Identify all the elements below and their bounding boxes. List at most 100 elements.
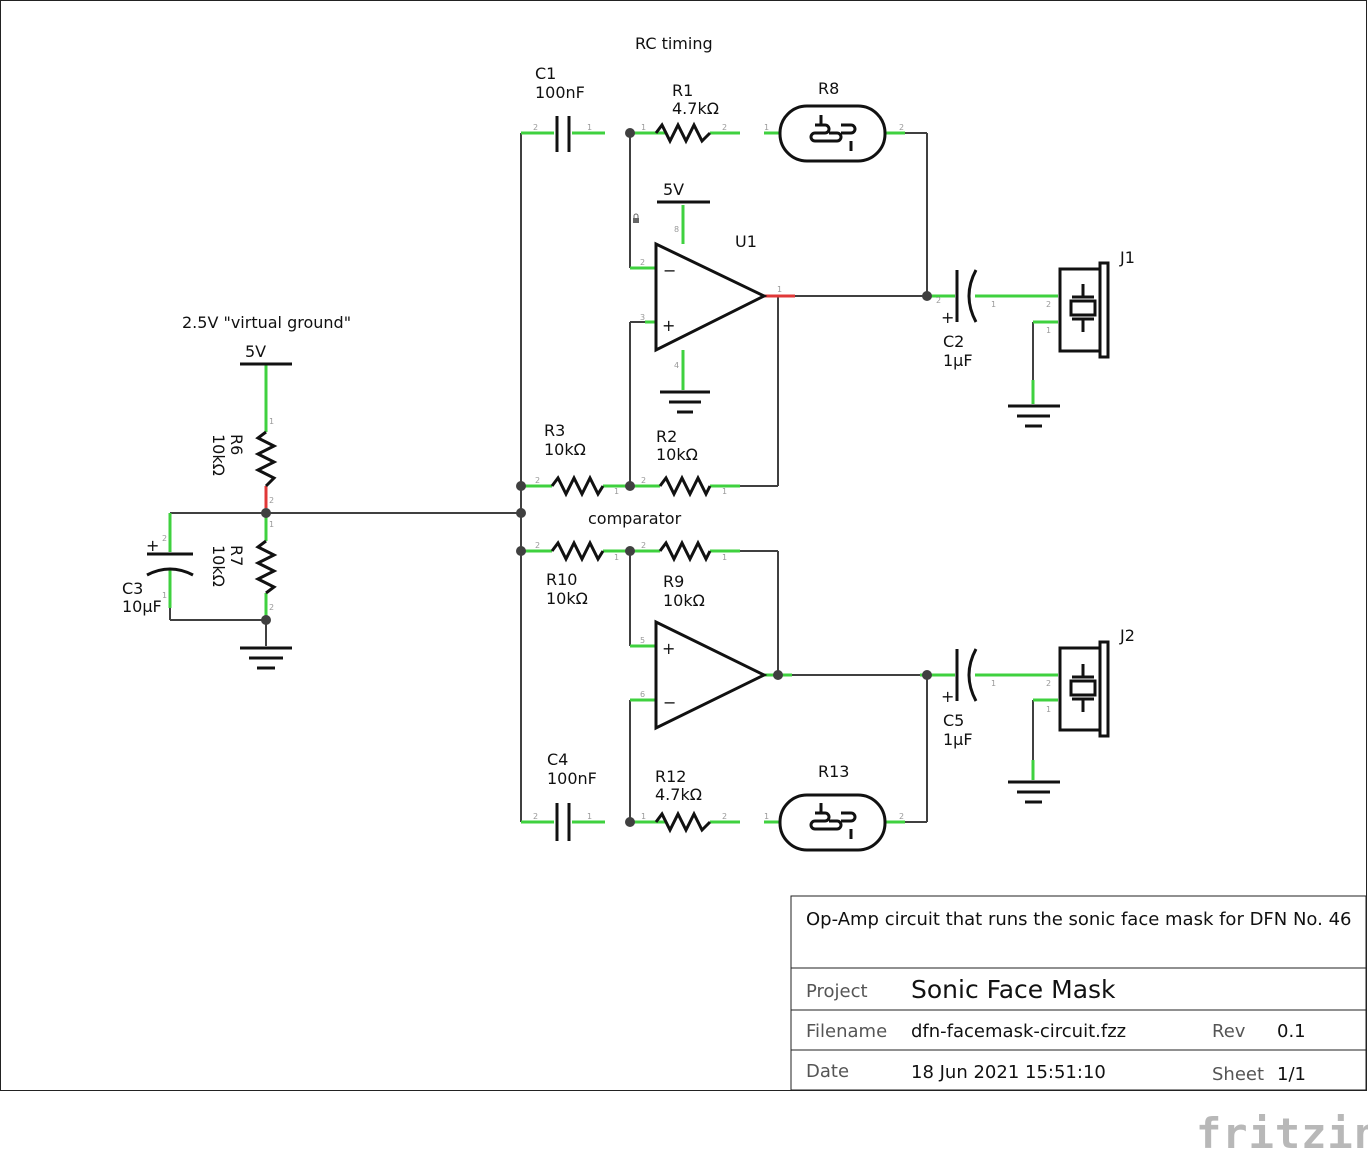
svg-text:1: 1 xyxy=(1046,705,1051,714)
r6-ref: R6 xyxy=(227,434,246,455)
title-block xyxy=(790,895,1367,1091)
vcc-u1-label: 5V xyxy=(663,180,684,199)
svg-text:2: 2 xyxy=(899,123,904,132)
c5-value: 1µF xyxy=(943,730,973,749)
svg-text:1: 1 xyxy=(162,591,167,600)
r12-ref: R12 xyxy=(655,767,686,786)
svg-text:4: 4 xyxy=(674,361,679,370)
svg-text:1: 1 xyxy=(587,123,592,132)
svg-text:2: 2 xyxy=(162,534,167,543)
date-value: 18 Jun 2021 15:51:10 xyxy=(911,1062,1106,1083)
r1-ref: R1 xyxy=(672,81,693,100)
svg-text:+: + xyxy=(941,308,954,327)
rc-timing-label: RC timing xyxy=(635,34,713,53)
date-label: Date xyxy=(806,1061,849,1082)
r6-value: 10kΩ xyxy=(209,434,228,476)
svg-text:+: + xyxy=(146,536,159,555)
c2-value: 1µF xyxy=(943,351,973,370)
c3-value: 10µF xyxy=(122,597,162,616)
wiring xyxy=(169,132,1034,823)
r9-value: 10kΩ xyxy=(663,591,705,610)
resistor-r2: 21 xyxy=(641,474,727,498)
svg-text:1: 1 xyxy=(269,520,274,529)
rev-value: 0.1 xyxy=(1277,1021,1306,1042)
svg-text:−: − xyxy=(663,261,676,280)
svg-text:1: 1 xyxy=(764,123,769,132)
r13-ref: R13 xyxy=(818,762,849,781)
filename-label: Filename xyxy=(806,1021,887,1042)
svg-text:2: 2 xyxy=(1046,300,1051,309)
c1-value: 100nF xyxy=(535,83,585,102)
svg-text:+: + xyxy=(662,639,675,658)
r12-value: 4.7kΩ xyxy=(655,785,702,804)
svg-text:2: 2 xyxy=(640,258,645,267)
r7-ref: R7 xyxy=(227,545,246,566)
svg-text:3: 3 xyxy=(640,313,645,322)
c5-ref: C5 xyxy=(943,711,964,730)
svg-text:2: 2 xyxy=(533,812,538,821)
r10-value: 10kΩ xyxy=(546,589,588,608)
resistor-r9: 21 xyxy=(641,539,727,563)
svg-text:1: 1 xyxy=(991,679,996,688)
r2-ref: R2 xyxy=(656,427,677,446)
svg-text:1: 1 xyxy=(587,812,592,821)
svg-text:2: 2 xyxy=(269,603,274,612)
svg-text:1: 1 xyxy=(614,553,619,562)
r3-value: 10kΩ xyxy=(544,440,586,459)
svg-text:2: 2 xyxy=(936,296,941,305)
r1-value: 4.7kΩ xyxy=(672,99,719,118)
svg-text:2: 2 xyxy=(641,476,646,485)
sheet-label: Sheet xyxy=(1212,1064,1264,1085)
svg-text:2: 2 xyxy=(535,541,540,550)
r9-ref: R9 xyxy=(663,572,684,591)
opamp-comparator: + − 5 6 xyxy=(640,619,768,731)
svg-text:−: − xyxy=(663,693,676,712)
project-value: Sonic Face Mask xyxy=(911,975,1116,1004)
c4-ref: C4 xyxy=(547,750,568,769)
svg-text:1: 1 xyxy=(269,417,274,426)
c4-value: 100nF xyxy=(547,769,597,788)
c3-ref: C3 xyxy=(122,579,143,598)
svg-text:1: 1 xyxy=(1046,326,1051,335)
resistor-r3: 21 xyxy=(535,474,619,498)
r8-ref: R8 xyxy=(818,79,839,98)
junction-dots xyxy=(261,128,932,827)
j1-ref: J1 xyxy=(1119,248,1135,267)
c2-ref: C2 xyxy=(943,332,964,351)
svg-text:2: 2 xyxy=(269,496,274,505)
u1-ref: U1 xyxy=(735,232,757,251)
resistor-r10: 21 xyxy=(535,539,619,563)
svg-text:6: 6 xyxy=(640,690,645,699)
svg-text:1: 1 xyxy=(722,487,727,496)
r10-ref: R10 xyxy=(546,570,577,589)
svg-text:1: 1 xyxy=(614,487,619,496)
resistor-r6: 12 xyxy=(254,417,278,505)
r3-ref: R3 xyxy=(544,421,565,440)
speaker-j1: 21 xyxy=(1046,261,1110,359)
title-block-description: Op-Amp circuit that runs the sonic face … xyxy=(806,909,1351,930)
svg-text:2: 2 xyxy=(535,476,540,485)
svg-text:5: 5 xyxy=(640,636,645,645)
sheet-border xyxy=(0,0,1367,1091)
opamp-u1: − + 23 1 84 xyxy=(633,213,782,370)
r7-value: 10kΩ xyxy=(209,545,228,587)
ground-symbol-u1 xyxy=(660,390,710,414)
svg-text:2: 2 xyxy=(899,812,904,821)
speaker-j2: 21 xyxy=(1046,640,1110,738)
j2-ref: J2 xyxy=(1119,626,1135,645)
svg-text:1: 1 xyxy=(722,553,727,562)
svg-text:1: 1 xyxy=(641,812,646,821)
filename-value: dfn-facemask-circuit.fzz xyxy=(911,1021,1126,1042)
svg-text:+: + xyxy=(941,687,954,706)
vcc-divider-label: 5V xyxy=(245,342,266,361)
svg-text:1: 1 xyxy=(777,285,782,294)
svg-text:2: 2 xyxy=(533,123,538,132)
svg-text:1: 1 xyxy=(641,123,646,132)
comparator-label: comparator xyxy=(588,509,682,528)
svg-text:1: 1 xyxy=(991,300,996,309)
polarized-capacitor-c3: + 2 1 xyxy=(146,534,194,600)
